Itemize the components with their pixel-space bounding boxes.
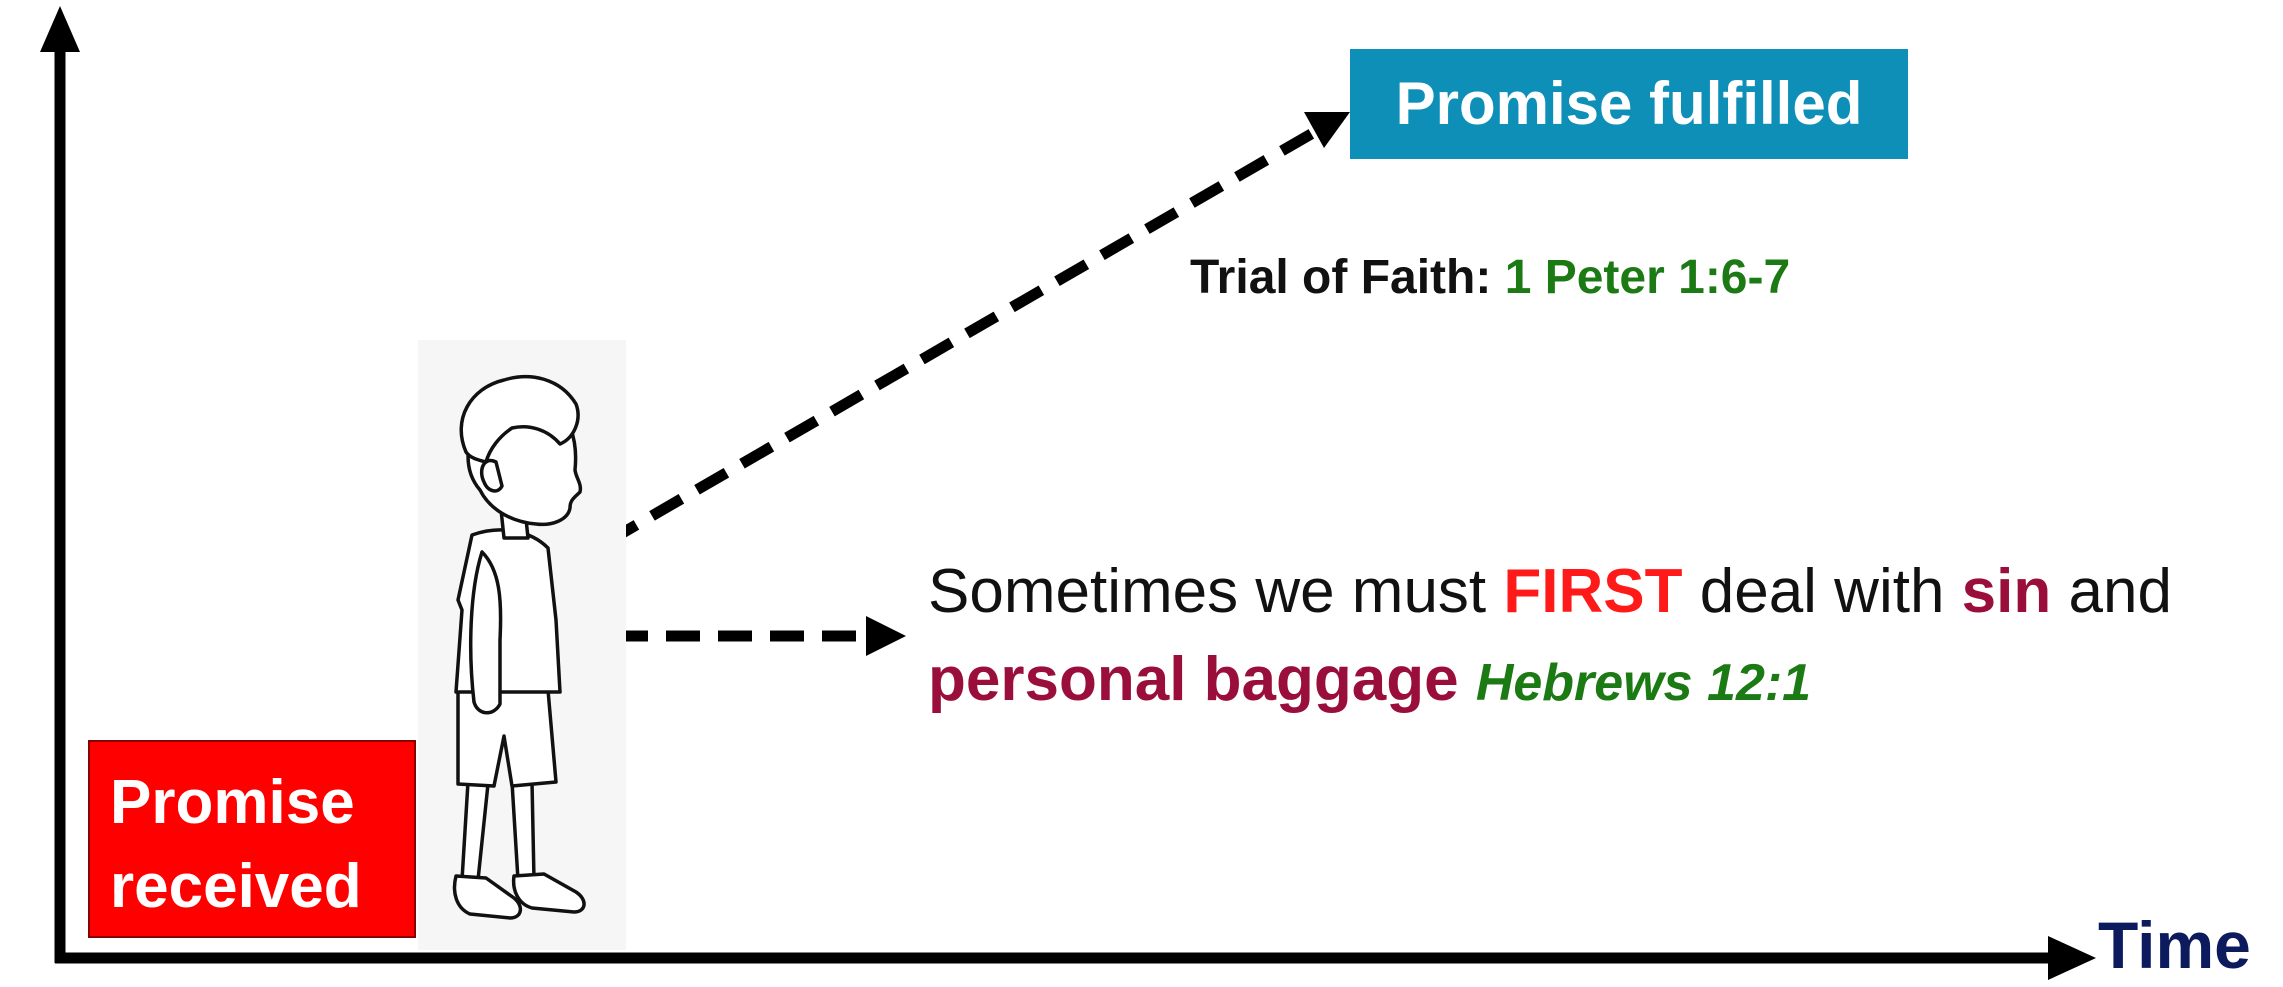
x-axis-arrowhead xyxy=(2048,936,2096,980)
message-sin-emphasis: sin xyxy=(1961,557,2052,626)
message-line1: Sometimes we must FIRST deal with sin an… xyxy=(928,548,2172,636)
trial-of-faith-text: Trial of Faith: 1 Peter 1:6-7 xyxy=(1190,250,1790,305)
message-part1: Sometimes we must xyxy=(928,557,1504,626)
rising-dashed-arrow-line xyxy=(559,125,1321,573)
message-first-emphasis: FIRST xyxy=(1503,557,1683,626)
promise-received-line1: Promise xyxy=(110,768,355,837)
message-line2: personal baggage Hebrews 12:1 xyxy=(928,636,2172,727)
rising-dashed-arrowhead xyxy=(1304,112,1350,148)
trial-prefix: Trial of Faith: xyxy=(1190,251,1492,304)
y-axis-arrowhead xyxy=(40,6,80,52)
trial-scripture-reference: 1 Peter 1:6-7 xyxy=(1504,251,1791,304)
x-axis-label: Time xyxy=(2098,908,2251,982)
message-scripture-reference: Hebrews 12:1 xyxy=(1475,654,1812,712)
message-part3: and xyxy=(2051,557,2172,626)
promise-received-box: Promise received xyxy=(88,740,416,938)
message-part2: deal with xyxy=(1682,557,1962,626)
horizontal-dashed-arrowhead xyxy=(866,616,906,656)
message-baggage-emphasis: personal baggage xyxy=(928,645,1459,714)
message-text: Sometimes we must FIRST deal with sin an… xyxy=(928,548,2172,727)
promise-received-line2: received xyxy=(110,852,362,921)
promise-fulfilled-box: Promise fulfilled xyxy=(1350,49,1908,159)
